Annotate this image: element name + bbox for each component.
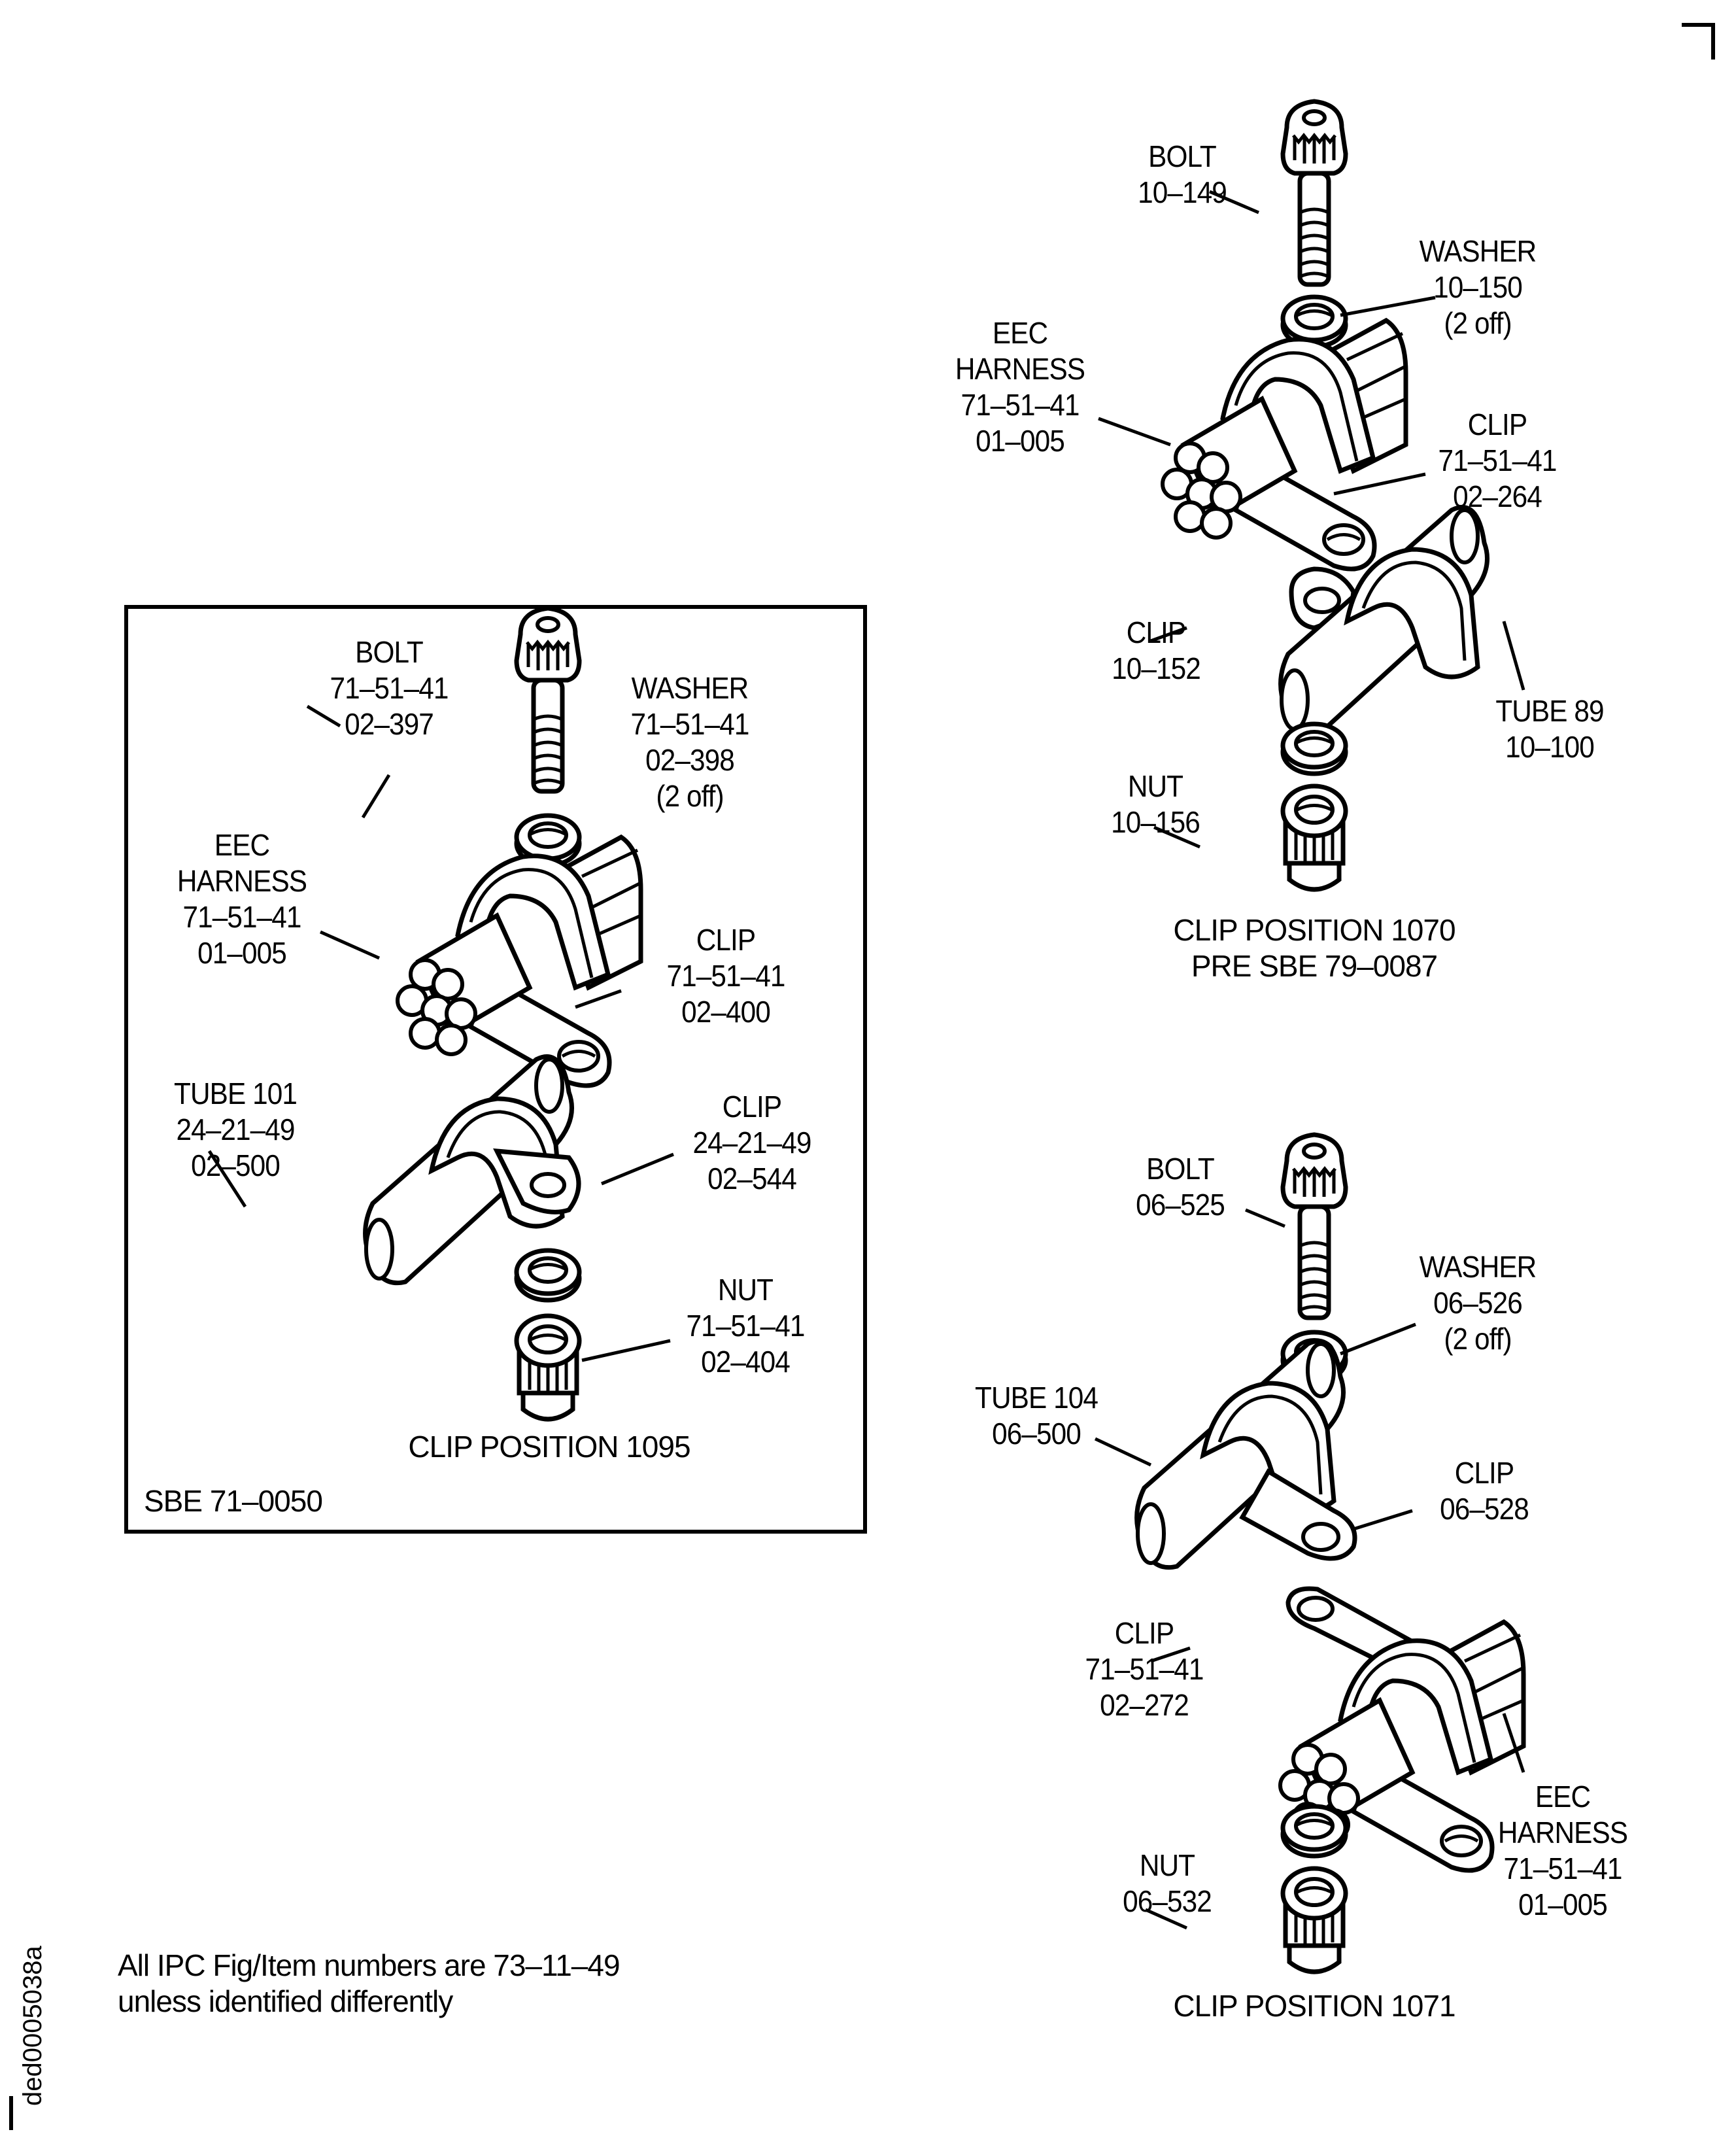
inset-frame-sbe [124, 605, 867, 1534]
label-washer-1095: WASHER 71–51–41 02–398 (2 off) [630, 671, 750, 813]
nut-icon [1283, 1868, 1346, 1972]
assembly-1070-drawing [1098, 101, 1525, 889]
label-nut-1071: NUT 06–532 [1123, 1848, 1212, 1918]
tube-clip-tab [1239, 1468, 1357, 1561]
bolt-icon [1283, 101, 1346, 284]
caption-clip-position-1071: CLIP POSITION 1071 [1173, 1989, 1455, 2023]
harness-clip-icon [1280, 1586, 1523, 1870]
nut-icon [1283, 786, 1346, 889]
label-bolt-1095: BOLT 71–51–41 02–397 [330, 635, 449, 741]
assembly-1095-drawing [207, 608, 674, 1419]
label-tube-1071: TUBE 104 06–500 [975, 1381, 1098, 1451]
corner-mark-top-right [1682, 23, 1715, 60]
label-clip-harness-1095: CLIP 71–51–41 02–400 [666, 923, 786, 1029]
label-washer-1071: WASHER 06–526 (2 off) [1419, 1250, 1537, 1356]
label-nut-1070: NUT 10–156 [1111, 769, 1200, 839]
label-tube-1095: TUBE 101 24–21–49 02–500 [174, 1076, 298, 1182]
caption-clip-position-1095: CLIP POSITION 1095 [408, 1430, 690, 1464]
caption-clip-position-1070: CLIP POSITION 1070 PRE SBE 79–0087 [1173, 913, 1455, 983]
label-clip-tube-1095: CLIP 24–21–49 02–544 [692, 1090, 812, 1196]
label-eec-harness-1070: EEC HARNESS 71–51–41 01–005 [955, 316, 1085, 458]
label-bolt-1070: BOLT 10–149 [1138, 139, 1227, 209]
label-clip-harness-1071: CLIP 71–51–41 02–272 [1085, 1616, 1204, 1722]
label-washer-1070: WASHER 10–150 (2 off) [1419, 234, 1537, 340]
tube-clip-icon [1281, 508, 1488, 734]
washer-icon [1283, 1806, 1346, 1856]
label-bolt-1071: BOLT 06–525 [1136, 1152, 1225, 1222]
harness-clip-icon [1163, 320, 1406, 569]
label-nut-1095: NUT 71–51–41 02–404 [686, 1273, 806, 1379]
label-clip-harness-1070: CLIP 71–51–41 02–264 [1438, 407, 1557, 513]
tube-clip-lug [493, 1148, 581, 1214]
washer-icon [1283, 724, 1346, 774]
bolt-icon [1283, 1135, 1346, 1318]
label-eec-harness-1095: EEC HARNESS 71–51–41 01–005 [177, 828, 307, 970]
document-id: ded0005038a [18, 1946, 47, 2106]
assembly-1071-drawing [1094, 1135, 1523, 1972]
corner-mark-bottom-left [9, 2096, 20, 2130]
label-eec-harness-1071: EEC HARNESS 71–51–41 01–005 [1497, 1780, 1628, 1921]
label-clip-tube-1071: CLIP 06–528 [1440, 1456, 1529, 1526]
label-clip-tube-1070: CLIP 10–152 [1112, 615, 1201, 685]
ipc-reference-note: All IPC Fig/Item numbers are 73–11–49 un… [118, 1948, 621, 2018]
label-tube-1070: TUBE 89 10–100 [1495, 694, 1604, 764]
inset-label-sbe: SBE 71–0050 [144, 1484, 323, 1518]
